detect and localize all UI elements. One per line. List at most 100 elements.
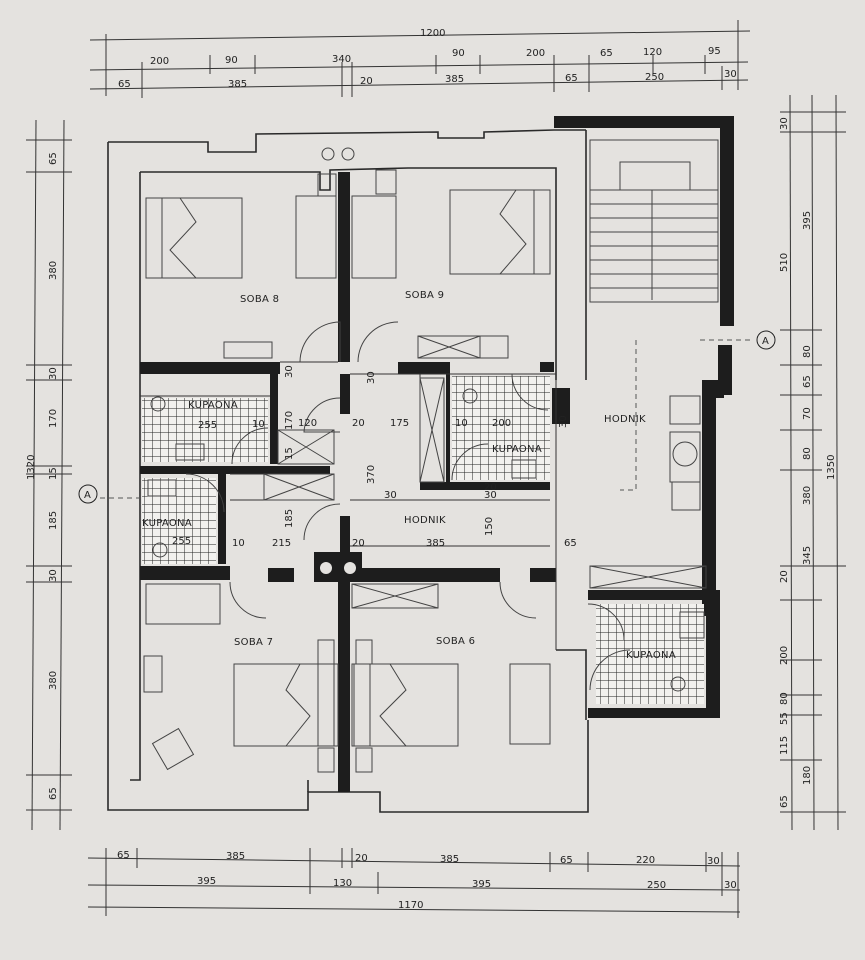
dim-left-0: 65: [48, 152, 59, 165]
dim-right-4: 70: [802, 407, 813, 420]
dim-bot-r1-2: 20: [355, 853, 368, 864]
dim-left-4: 15: [48, 467, 59, 480]
dim-top-r1-7: 95: [708, 46, 721, 57]
room-kupaona-2: KUPAONA: [492, 444, 542, 455]
idim-370: 370: [366, 465, 377, 484]
dim-bot-r1-3: 385: [440, 854, 459, 865]
dim-left-2: 30: [48, 367, 59, 380]
dim-left-1: 380: [48, 261, 59, 280]
idim-10a: 10: [252, 419, 265, 430]
room-kupaona-3: KUPAONA: [142, 518, 192, 529]
idim-385: 385: [426, 538, 445, 549]
dim-right-outer-2: 180: [802, 766, 813, 785]
dim-bot-r1-0: 65: [117, 850, 130, 861]
section-line: A A: [78, 330, 776, 504]
dim-bot-r1-5: 220: [636, 855, 655, 866]
dim-right-8: 200: [779, 646, 790, 665]
dim-top-r1-3: 90: [452, 48, 465, 59]
dim-bot-r2-2: 395: [472, 879, 491, 890]
dim-right-0: 30: [779, 117, 790, 130]
dim-top-r2-0: 65: [118, 79, 131, 90]
idim-150: 150: [484, 517, 495, 536]
idim-10b: 10: [455, 418, 468, 429]
dim-top-r1-0: 200: [150, 56, 169, 67]
dim-bot-r2-3: 250: [647, 880, 666, 891]
room-labels: SOBA 8 SOBA 9 SOBA 7 SOBA 6 HODNIK HODNI…: [142, 290, 676, 661]
dim-top-r2-5: 250: [645, 72, 664, 83]
idim-255: 255: [198, 420, 217, 431]
idim-10c: 10: [232, 538, 245, 549]
dim-bot-r2-1: 130: [333, 878, 352, 889]
room-soba-8: SOBA 8: [240, 294, 279, 305]
interior-walls: [140, 172, 708, 792]
room-kupaona-1: KUPAONA: [188, 400, 238, 411]
idim-30e: 30: [284, 365, 295, 378]
dim-top-r1-4: 200: [526, 48, 545, 59]
dim-right-3: 65: [802, 375, 813, 388]
dim-bot-r1-4: 65: [560, 855, 573, 866]
furniture: [143, 147, 705, 773]
idim-20c: 20: [484, 482, 497, 493]
room-soba-9: SOBA 9: [405, 290, 444, 301]
dim-right-outer-1: 345: [802, 546, 813, 565]
idim-175: 175: [390, 418, 409, 429]
dim-top-r2-1: 385: [228, 79, 247, 90]
dim-left-total: 1320: [26, 455, 37, 480]
dim-top-r1-6: 120: [643, 47, 662, 58]
bathroom-tiles: [142, 376, 704, 704]
dim-right-1: 395: [802, 211, 813, 230]
idim-30c: 30: [384, 490, 397, 501]
room-hodnik-stair: HODNIK: [604, 414, 646, 425]
dim-top-r1-1: 90: [225, 55, 238, 66]
section-marker-left: A: [84, 490, 91, 501]
dim-top-r2-4: 65: [565, 73, 578, 84]
dim-right-7: 20: [779, 570, 790, 583]
dim-top-total: 1200: [420, 28, 445, 39]
dim-bot-r2-4: 30: [724, 880, 737, 891]
dim-top-r2-3: 385: [445, 74, 464, 85]
idim-170: 170: [284, 411, 295, 430]
dim-bot-r1-1: 385: [226, 851, 245, 862]
dim-top-r2-6: 30: [724, 69, 737, 80]
dim-right-10: 55: [779, 712, 790, 725]
section-marker-right: A: [762, 336, 769, 347]
idim-200: 200: [492, 418, 511, 429]
dim-left-5: 185: [48, 511, 59, 530]
dim-top-r1-2: 340: [332, 54, 351, 65]
idim-120: 120: [298, 418, 317, 429]
dim-bot-total: 1170: [398, 900, 423, 911]
room-kupaona-4: KUPAONA: [626, 650, 676, 661]
dim-bot-r1-6: 30: [707, 856, 720, 867]
interior-dimensions: 255 10 170 120 20 175 30 10 200 30 15 37…: [172, 365, 577, 549]
idim-30b: 30: [558, 415, 569, 428]
idim-15: 15: [284, 447, 295, 460]
right-dimension-chain: 30 395 80 65 70 80 380 20 200 80 55 115 …: [779, 94, 846, 831]
left-dimension-chain: 1320 65 380 30 170 15 185 30 380 65: [26, 119, 72, 831]
door-swings: [185, 321, 631, 691]
top-dimension-chain: 1200 200 90 340 90 200 65 120 95 65 385 …: [89, 20, 751, 98]
dim-right-11: 115: [779, 736, 790, 755]
room-soba-7: SOBA 7: [234, 637, 273, 648]
room-soba-6: SOBA 6: [436, 636, 475, 647]
idim-30d: 30: [484, 490, 497, 501]
dim-right-2: 80: [802, 345, 813, 358]
dim-left-7: 380: [48, 671, 59, 690]
dim-right-6: 380: [802, 486, 813, 505]
dim-top-r1-5: 65: [600, 48, 613, 59]
dim-top-r2-2: 20: [360, 76, 373, 87]
dim-left-8: 65: [48, 787, 59, 800]
dim-right-12: 65: [779, 795, 790, 808]
dim-right-outer-0: 510: [779, 253, 790, 272]
dim-right-total: 1350: [826, 455, 837, 480]
idim-20b: 20: [352, 538, 365, 549]
room-hodnik-main: HODNIK: [404, 515, 446, 526]
idim-30a: 30: [366, 371, 377, 384]
idim-185: 185: [284, 509, 295, 528]
dim-bot-r2-0: 395: [197, 876, 216, 887]
dim-right-5: 80: [802, 447, 813, 460]
building-outline: [107, 116, 734, 813]
idim-65: 65: [564, 538, 577, 549]
dim-left-3: 170: [48, 409, 59, 428]
dim-left-6: 30: [48, 569, 59, 582]
dim-right-9: 80: [779, 692, 790, 705]
